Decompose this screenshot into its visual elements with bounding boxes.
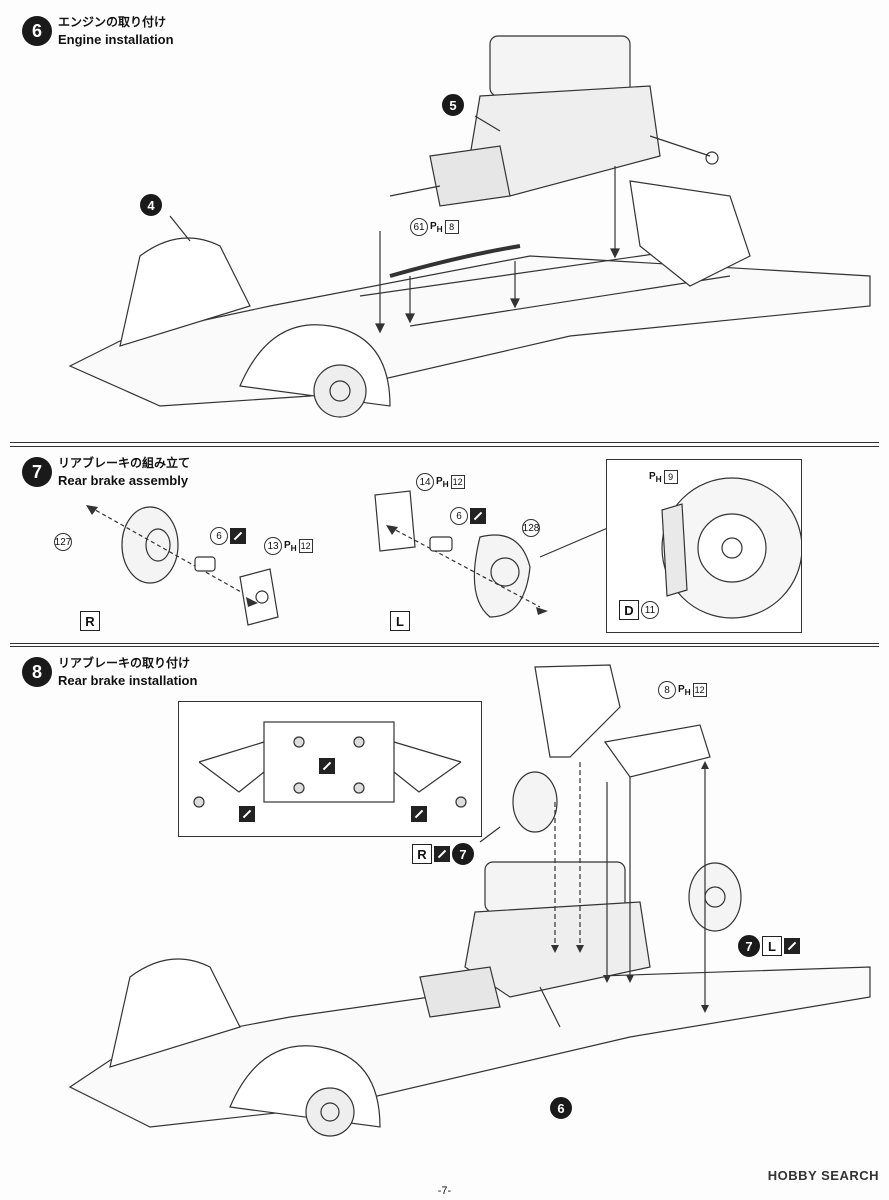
cement-icon bbox=[470, 508, 486, 524]
brake-disc-detail bbox=[661, 477, 803, 619]
step-number: 7 bbox=[22, 457, 52, 487]
step-number: 6 bbox=[22, 16, 52, 46]
d-11-callout: D 11 bbox=[619, 600, 659, 620]
watermark: HOBBY SEARCH bbox=[767, 1168, 879, 1183]
brake-detail-inset: PH 9 D 11 bbox=[606, 459, 803, 633]
l-step7-callout: 7 L bbox=[738, 935, 800, 957]
step-number: 8 bbox=[22, 657, 52, 687]
cement-icon bbox=[411, 806, 427, 822]
side-l-marker: L bbox=[762, 936, 782, 956]
part-128-callout: 128 bbox=[522, 519, 540, 537]
sprue-d-marker: D bbox=[619, 600, 639, 620]
r-step7-callout: R 7 bbox=[412, 843, 474, 865]
side-r-marker: R bbox=[412, 844, 432, 864]
rear-brake-assembly-diagram bbox=[86, 490, 611, 626]
step-7-header: 7 リアブレーキの組み立て Rear brake assembly bbox=[22, 455, 190, 489]
ph-box-12: 12 bbox=[692, 683, 707, 697]
part-number-127: 127 bbox=[54, 533, 72, 551]
step-title-ja: リアブレーキの取り付け bbox=[58, 656, 191, 670]
part-number-6: 6 bbox=[550, 1097, 572, 1119]
part-number-14: 14 bbox=[416, 473, 434, 491]
cement-icon bbox=[230, 528, 246, 544]
step-7-section: 7 リアブレーキの組み立て Rear brake assembly bbox=[10, 446, 879, 644]
part-number-6: 6 bbox=[450, 507, 468, 525]
side-r-marker: R bbox=[80, 611, 100, 631]
ph-box-8: 8 bbox=[444, 220, 459, 234]
part-number-11: 11 bbox=[641, 601, 659, 619]
part-5-callout: 5 bbox=[442, 94, 464, 116]
step-ref-7: 7 bbox=[452, 843, 474, 865]
step-ref-7: 7 bbox=[738, 935, 760, 957]
part-6-callout: 6 bbox=[550, 1097, 572, 1119]
step-title-en: Rear brake assembly bbox=[58, 473, 189, 488]
part-13-callout: 13 PH 12 bbox=[264, 537, 313, 555]
step-title-en: Engine installation bbox=[58, 32, 174, 47]
part-14-callout: 14 PH 12 bbox=[416, 473, 465, 491]
suspension-detail-inset bbox=[178, 701, 482, 837]
part-61-callout: 61 PH 8 bbox=[410, 218, 459, 236]
part-6-callout-l: 6 bbox=[450, 507, 486, 525]
cement-icon bbox=[239, 806, 255, 822]
cement-icon bbox=[434, 846, 450, 862]
page-number: -7- bbox=[437, 1185, 452, 1197]
part-127-callout: 127 bbox=[54, 533, 72, 551]
part-number-61: 61 bbox=[410, 218, 428, 236]
part-number-6: 6 bbox=[210, 527, 228, 545]
side-l-marker: L bbox=[390, 611, 410, 631]
ph-box-9: 9 bbox=[663, 470, 678, 484]
ph-box-12: 12 bbox=[450, 475, 465, 489]
step-title-ja: リアブレーキの組み立て bbox=[58, 456, 191, 470]
part-6-callout-r: 6 bbox=[210, 527, 246, 545]
part-number-13: 13 bbox=[264, 537, 282, 555]
cement-icon bbox=[784, 938, 800, 954]
step-8-section: 8 リアブレーキの取り付け Rear brake installation bbox=[10, 646, 879, 1177]
ph-9-callout: PH 9 bbox=[649, 470, 678, 484]
part-4-callout: 4 bbox=[140, 194, 162, 216]
step-6-header: 6 エンジンの取り付け Engine installation bbox=[22, 14, 174, 48]
engine-installation-diagram bbox=[68, 35, 871, 418]
part-number-5: 5 bbox=[442, 94, 464, 116]
part-number-128: 128 bbox=[522, 519, 540, 537]
cement-icon bbox=[319, 758, 335, 774]
step-6-section: 6 エンジンの取り付け Engine installation bbox=[10, 6, 879, 443]
rear-brake-installation-diagram bbox=[68, 664, 871, 1137]
step-title-ja: エンジンの取り付け bbox=[58, 15, 167, 29]
step-title-en: Rear brake installation bbox=[58, 673, 198, 688]
part-8-callout: 8 PH 12 bbox=[658, 681, 707, 699]
part-number-4: 4 bbox=[140, 194, 162, 216]
ph-box-12: 12 bbox=[298, 539, 313, 553]
ph-marker: PH bbox=[430, 220, 443, 234]
part-number-8: 8 bbox=[658, 681, 676, 699]
step-8-header: 8 リアブレーキの取り付け Rear brake installation bbox=[22, 655, 197, 689]
